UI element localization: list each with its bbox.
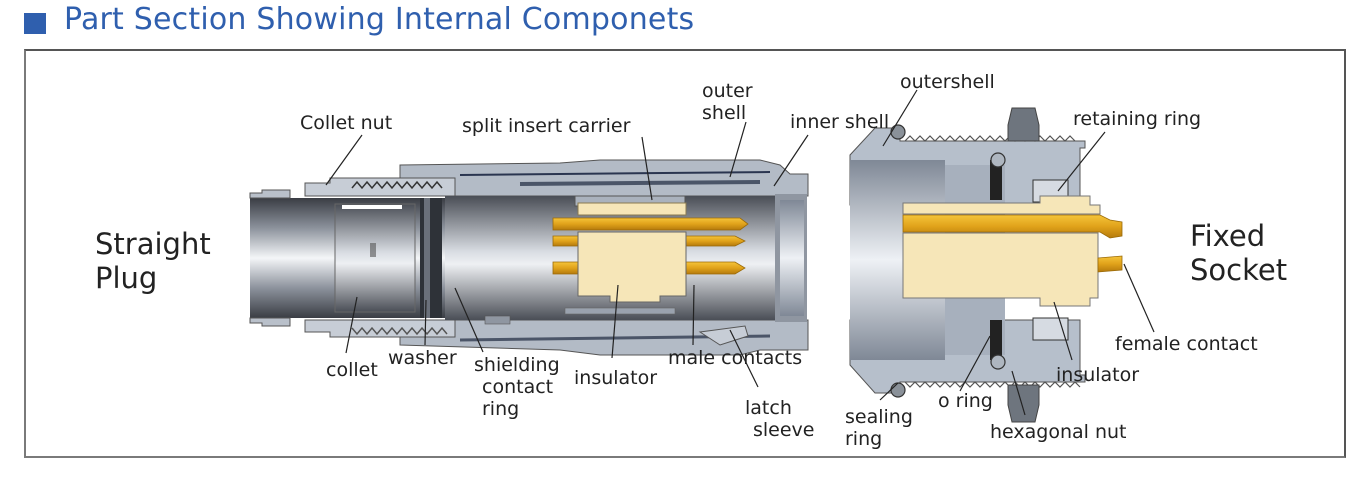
label-o-ring: o ring (938, 390, 993, 412)
female-contact-1 (902, 214, 1123, 239)
label-inner-shell: inner shell (790, 111, 890, 133)
label-sealing-line2: ring (845, 428, 883, 450)
female-contact-2 (1097, 255, 1123, 273)
label-socket-insulator: insulator (1056, 364, 1140, 386)
leader-female-contact (1123, 263, 1155, 333)
label-shielding-line3: ring (482, 398, 520, 420)
label-sealing-ring: sealing ring (845, 406, 913, 450)
leader-washer (424, 299, 427, 346)
sealing-ring-bottom (890, 382, 906, 398)
leader-lines (325, 89, 1155, 416)
label-male-contacts: male contacts (668, 347, 803, 369)
leader-latch-sleeve (729, 329, 759, 388)
fixed-socket-drawing (849, 107, 1123, 423)
male-contact-1 (552, 217, 749, 231)
o-ring-top (990, 152, 1006, 168)
leader-collet (345, 296, 358, 354)
fixed-socket-heading-line1: Fixed (1190, 219, 1266, 253)
label-collet: collet (326, 359, 378, 381)
label-female-contact: female contact (1115, 333, 1258, 355)
label-latch-line2: sleeve (753, 419, 815, 441)
o-ring-bottom (990, 354, 1006, 370)
leader-plug-insulator (611, 284, 619, 359)
collet-body (334, 203, 416, 313)
label-hexagonal-nut: hexagonal nut (990, 421, 1127, 443)
straight-plug-heading-line2: Plug (95, 261, 158, 295)
label-retaining-ring: retaining ring (1073, 108, 1202, 130)
label-sealing-line1: sealing (845, 406, 913, 428)
leader-shielding-contact-ring (454, 287, 484, 353)
leader-o-ring (959, 335, 991, 392)
latch-sleeve (698, 325, 749, 346)
plug-body-top (399, 159, 809, 197)
leader-socket-insulator (1053, 301, 1073, 361)
label-washer: washer (388, 347, 457, 369)
leader-outer-shell (729, 121, 747, 178)
label-shielding-line1: shielding (474, 354, 560, 376)
leader-retaining-ring (1057, 131, 1106, 192)
leader-male-contacts (692, 284, 695, 346)
label-latch-line1: latch (745, 397, 792, 419)
hexagonal-nut-bottom (1007, 384, 1040, 423)
label-plug-insulator: insulator (574, 367, 658, 389)
leader-inner-shell (773, 134, 809, 187)
label-outer-shell-line1: outer (702, 80, 753, 102)
leader-collet-nut (325, 134, 363, 186)
socket-insulator (902, 232, 1099, 307)
label-latch-sleeve: latch sleeve (745, 397, 815, 441)
diagram-frame (24, 49, 1346, 458)
leader-hexagonal-nut (1011, 370, 1026, 416)
fixed-socket-heading-line2: Socket (1190, 253, 1288, 287)
section-title: Part Section Showing Internal Componets (64, 2, 695, 37)
sealing-ring-top (890, 124, 906, 140)
title-bullet-square (24, 13, 46, 34)
hexagonal-nut-top (1007, 107, 1040, 142)
label-outer-shell-line2: shell (702, 102, 747, 124)
label-outer-shell: outer shell (702, 80, 753, 124)
label-shielding-line2: contact (482, 376, 554, 398)
leader-sealing-ring (879, 382, 899, 401)
leader-split-insert-carrier (641, 136, 653, 201)
straight-plug-drawing (249, 159, 809, 356)
leader-outershell (882, 89, 918, 147)
label-split-insert-carrier: split insert carrier (462, 115, 631, 137)
straight-plug-heading: Straight Plug (95, 227, 211, 295)
plug-insulator (577, 231, 687, 303)
fixed-socket-heading: Fixed Socket (1190, 219, 1287, 287)
label-shielding-contact-ring: shielding contact ring (474, 354, 560, 420)
washer (420, 198, 442, 318)
label-outershell: outershell (900, 71, 995, 93)
straight-plug-heading-line1: Straight (95, 227, 211, 261)
label-collet-nut: Collet nut (300, 112, 393, 134)
